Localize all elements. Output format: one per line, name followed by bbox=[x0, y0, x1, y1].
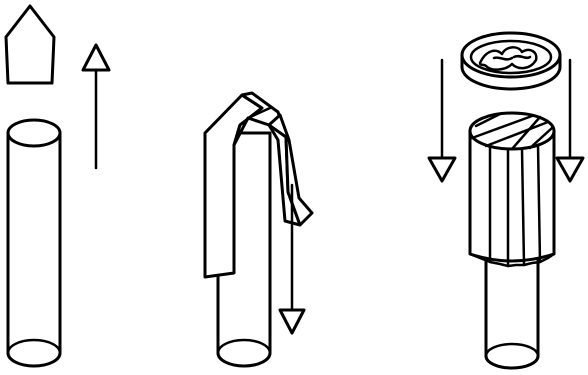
panel-3 bbox=[427, 31, 585, 370]
down-arrow bbox=[278, 183, 306, 335]
down-arrow-left bbox=[427, 58, 457, 183]
pencil-tip bbox=[4, 4, 56, 85]
pencil-shaft bbox=[6, 118, 62, 368]
panel-1 bbox=[4, 4, 111, 368]
down-arrow-right bbox=[555, 58, 585, 183]
wrapped-bundle bbox=[468, 111, 556, 268]
coin bbox=[460, 31, 562, 91]
panel-2 bbox=[203, 91, 314, 368]
folded-strip bbox=[203, 91, 314, 279]
up-arrow bbox=[81, 43, 111, 170]
pencil-shaft-3 bbox=[484, 253, 540, 370]
